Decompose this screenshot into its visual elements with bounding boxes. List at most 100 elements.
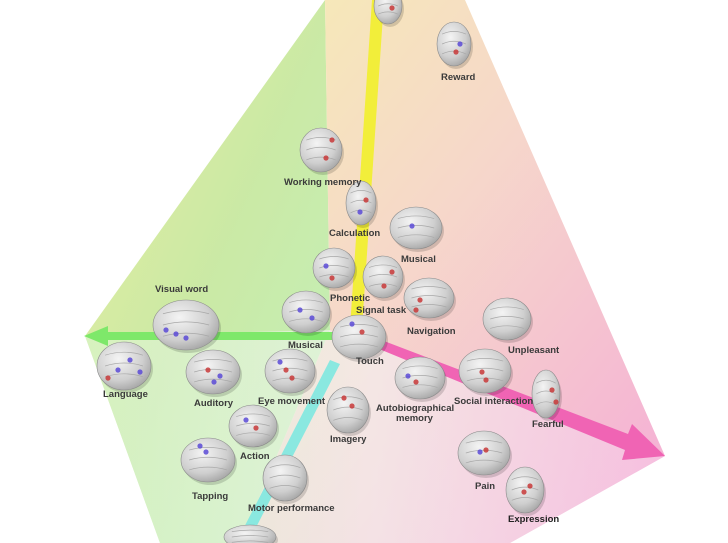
label-reward: Reward	[441, 72, 476, 83]
activation-red	[329, 275, 335, 281]
activation-red	[417, 297, 423, 303]
brain-gyrus	[189, 447, 227, 451]
brain-gyrus	[368, 274, 398, 278]
brain-gyrus	[189, 456, 227, 461]
label-musical-top: Musical	[401, 254, 436, 265]
brain-gyrus	[306, 146, 336, 151]
brain-gyrus	[162, 321, 210, 326]
brain-gyrus	[378, 11, 398, 15]
brain-musical-top	[389, 206, 444, 252]
brain-eye-movement	[264, 348, 317, 396]
label-auditory: Auditory	[194, 398, 234, 409]
brain-autobiographical	[394, 356, 447, 402]
label-expression: Expression	[508, 514, 559, 525]
brain-gyrus	[236, 423, 270, 427]
brain-fearful	[531, 369, 562, 421]
activation-red	[359, 329, 365, 335]
activation-red	[105, 375, 111, 381]
activation-blue	[477, 449, 483, 455]
label-visual-word: Visual word	[155, 284, 208, 295]
brain-gyrus	[397, 215, 435, 219]
label-musical-mid: Musical	[288, 340, 323, 351]
brain-gyrus	[441, 40, 467, 45]
activation-red	[413, 307, 419, 313]
brain-gyrus	[411, 304, 447, 308]
brain-unpleasant	[482, 297, 533, 343]
brain-gyrus	[289, 309, 323, 313]
label-social-interaction: Social interaction	[454, 396, 533, 407]
brain-action	[228, 404, 279, 450]
activation-blue	[323, 263, 329, 269]
activation-blue	[277, 359, 283, 365]
brain-gyrus	[490, 316, 524, 320]
brain-gyrus	[319, 256, 349, 260]
brain-gyrus	[236, 413, 270, 417]
label-fearful: Fearful	[532, 419, 564, 430]
label-unpleasant: Unpleasant	[508, 345, 560, 356]
label-eye-movement: Eye movement	[258, 396, 326, 407]
label-working-memory: Working memory	[284, 177, 362, 188]
activation-red	[553, 399, 559, 405]
brain-gyrus	[411, 286, 447, 290]
activation-blue	[183, 335, 189, 341]
brain-gyrus	[231, 540, 269, 543]
labels: Reward Working memory Calculation Musica…	[103, 72, 564, 525]
activation-red	[205, 367, 211, 373]
brain-pain	[457, 430, 512, 478]
brain-gyrus	[402, 365, 438, 369]
brain-gyrus	[269, 485, 301, 489]
activation-blue	[309, 315, 315, 321]
label-memory: memory	[396, 413, 434, 424]
label-touch: Touch	[356, 356, 384, 367]
brain-gyrus	[333, 417, 363, 421]
activation-blue	[457, 41, 463, 47]
brain-gyrus	[466, 358, 504, 362]
brain-images	[96, 0, 562, 543]
activation-blue	[115, 367, 121, 373]
brain-gyrus	[231, 535, 269, 538]
activation-red	[521, 489, 527, 495]
brain-gyrus	[340, 333, 378, 338]
brain-gyrus	[162, 332, 210, 337]
brain-gyrus	[319, 265, 349, 269]
brain-tapping	[180, 437, 237, 485]
activation-red	[341, 395, 347, 401]
activation-red	[349, 403, 355, 409]
brain-phonetic	[312, 247, 357, 291]
brain-gyrus	[490, 306, 524, 310]
brain-gyrus	[511, 497, 539, 501]
label-language: Language	[103, 389, 148, 400]
brain-gyrus	[289, 318, 323, 322]
activation-red	[483, 447, 489, 453]
brain-gyrus	[269, 464, 301, 468]
brain-language	[96, 341, 153, 393]
brain-gyrus	[350, 190, 372, 194]
brain-gyrus	[194, 378, 232, 383]
label-pain: Pain	[475, 481, 495, 492]
brain-gyrus	[402, 375, 438, 379]
activation-blue	[217, 373, 223, 379]
brain-gyrus	[333, 396, 363, 400]
brain-gyrus	[306, 156, 336, 161]
activation-blue	[203, 449, 209, 455]
label-action: Action	[240, 451, 270, 462]
activation-red	[479, 369, 485, 375]
brain-musical-mid	[281, 290, 332, 336]
label-phonetic: Phonetic	[330, 293, 370, 304]
brain-signal-task	[362, 255, 405, 301]
brain-gyrus	[536, 401, 556, 406]
brain-gyrus	[162, 310, 210, 315]
brain-navigation	[403, 277, 456, 321]
activation-red	[381, 283, 387, 289]
brain-bottom	[223, 524, 278, 543]
activation-blue	[127, 357, 133, 363]
brain-gyrus	[441, 31, 467, 35]
brain-gyrus	[411, 295, 447, 299]
activation-red	[289, 375, 295, 381]
activation-blue	[409, 223, 415, 229]
yellow-axis	[350, 0, 384, 328]
brain-gyrus	[378, 3, 398, 7]
brain-gyrus	[104, 362, 144, 367]
activation-red	[453, 49, 459, 55]
label-signal-task: Signal task	[356, 305, 407, 316]
